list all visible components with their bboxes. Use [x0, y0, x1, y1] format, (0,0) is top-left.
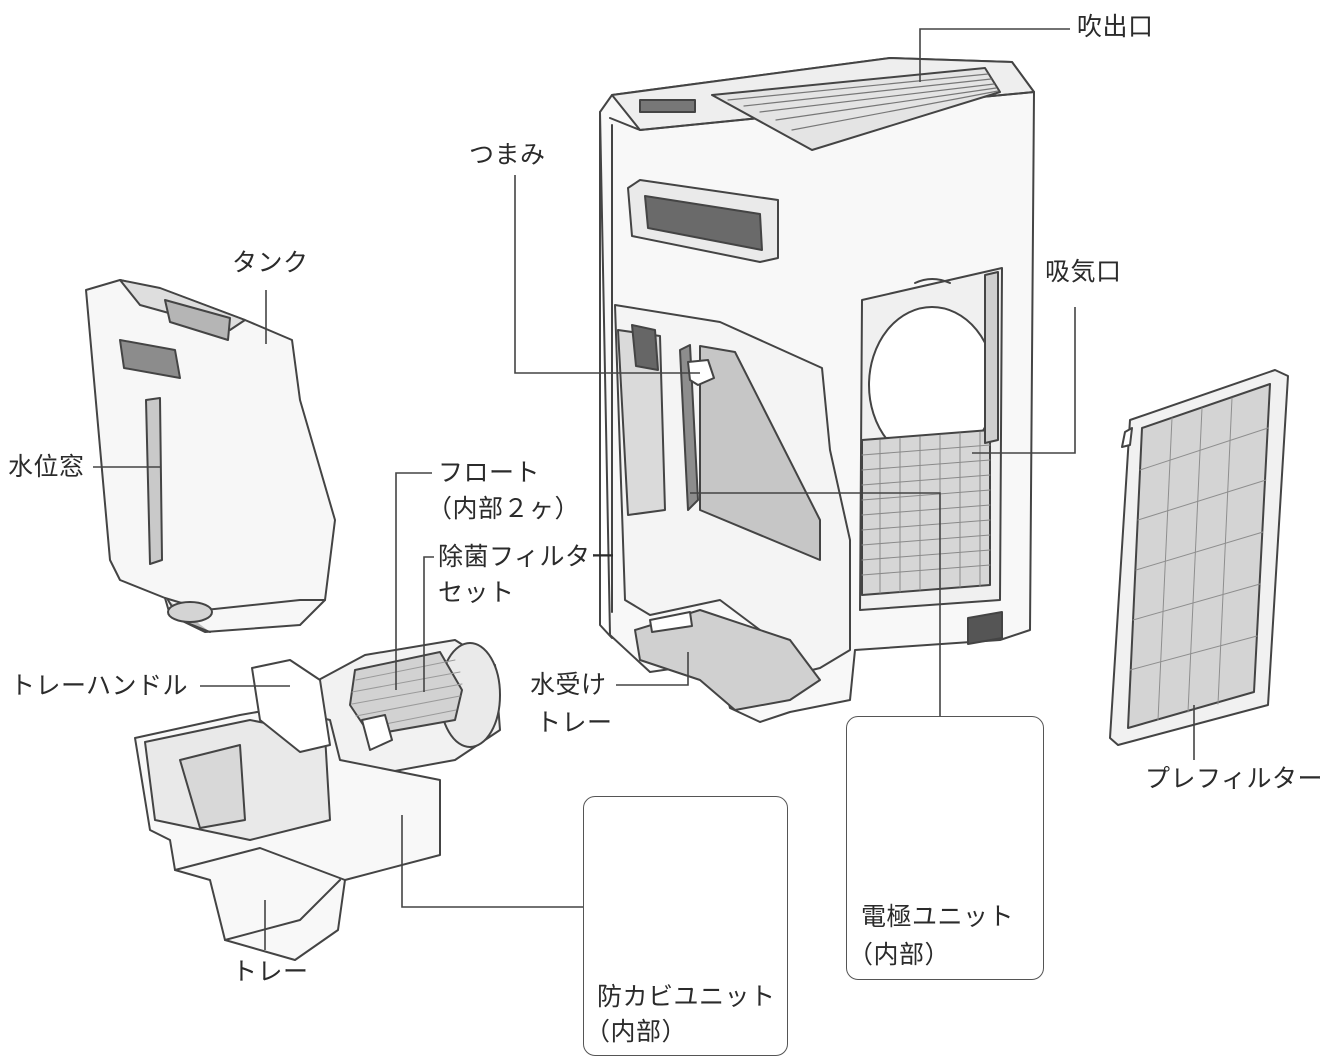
label-electrode-line2: （内部） — [848, 940, 951, 969]
label-tray: トレー — [232, 957, 309, 986]
main-unit — [599, 57, 1035, 723]
leader-lines — [93, 28, 1195, 950]
label-tank: タンク — [232, 248, 309, 277]
label-mold-line1: 防カビユニット — [597, 982, 776, 1011]
label-float-line2: （内部２ヶ） — [427, 494, 581, 523]
label-drip-tray-line2: トレー — [536, 708, 613, 737]
label-drip-tray-line1: 水受け — [530, 670, 607, 699]
label-knob: つまみ — [469, 140, 546, 169]
tank-illustration — [85, 279, 336, 633]
label-water-window: 水位窓 — [8, 452, 85, 481]
label-electrode-line1: 電極ユニット — [861, 902, 1015, 931]
label-mold-line2: （内部） — [585, 1017, 688, 1046]
label-filter-set-line2: セット — [438, 578, 515, 607]
label-pre-filter: プレフィルター — [1145, 764, 1324, 793]
mold-unit-inset-box — [583, 796, 788, 1056]
label-float-line1: フロート — [438, 458, 541, 487]
label-filter-set-line1: 除菌フィルター — [438, 542, 617, 571]
tray-illustration — [134, 639, 501, 961]
label-outlet: 吹出口 — [1077, 12, 1154, 41]
pre-filter-illustration — [1109, 369, 1289, 746]
label-tray-handle: トレーハンドル — [10, 671, 189, 700]
electrode-unit-inset-box — [846, 716, 1044, 980]
label-intake: 吸気口 — [1045, 257, 1122, 286]
